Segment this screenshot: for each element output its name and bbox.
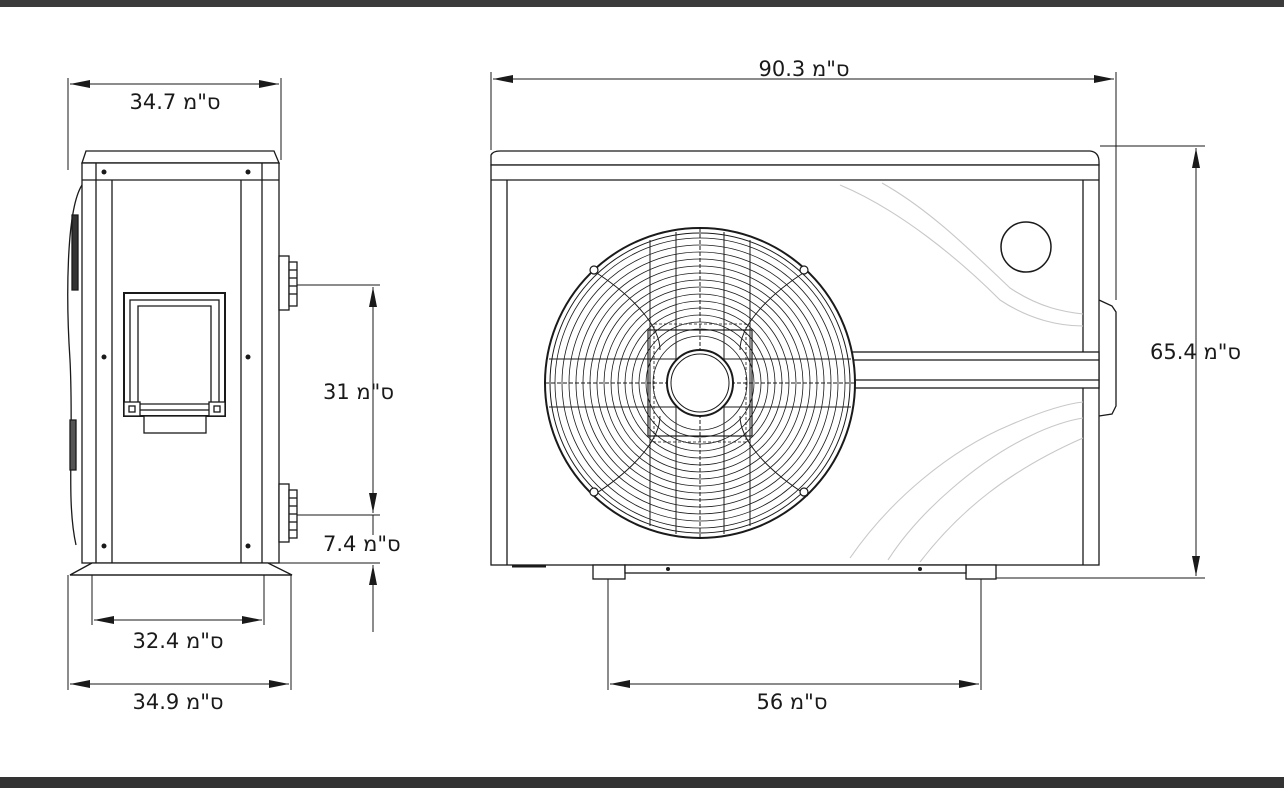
bottom-band [0,777,1284,788]
base-inner-width-label: 32.4 ס"מ [132,629,224,653]
base-outer-width-label: 34.9 ס"מ [132,690,224,714]
top-band [0,0,1284,7]
fan-grille [544,227,856,539]
front-dimension-lines [490,72,1205,690]
side-view [67,150,298,576]
side-top-width-label: 34.7 ס"מ [129,90,221,114]
side-dimension-lines [67,78,380,690]
pipe-spacing-label: 31 ס"מ [323,380,394,404]
front-top-width-label: 90.3 ס"מ [758,57,850,81]
feet-spacing-label: 56 ס"מ [756,690,828,714]
front-height-label: 65.4 ס"מ [1150,340,1241,364]
pipe-bottom-offset-label: 7.4 ס"מ [323,532,401,556]
